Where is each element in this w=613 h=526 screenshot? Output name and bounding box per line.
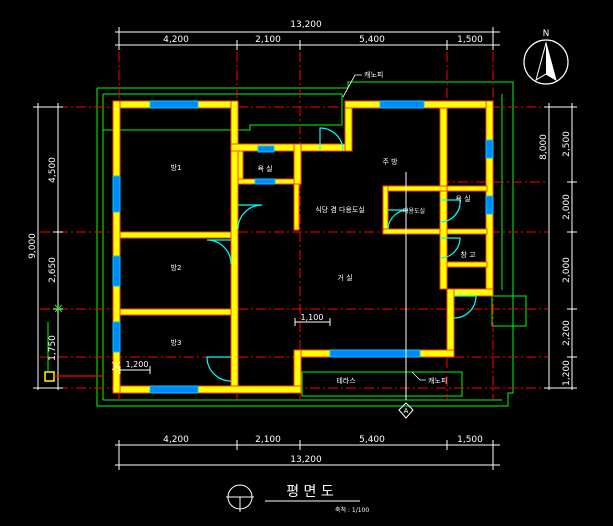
dim-left-seg-1: 4,500	[48, 157, 58, 183]
dimension-lines	[33, 27, 577, 470]
room-label-bath2: 욕 실	[455, 194, 470, 203]
dim-top-seg-4: 1,500	[457, 35, 483, 45]
room-label-utility: 다용도실	[403, 207, 425, 215]
windows	[112, 100, 494, 394]
dim-left-seg-3: 1,750	[48, 335, 58, 361]
annotation-canopy-bottom: 캐노피	[428, 376, 447, 385]
dim-right-total: 8,000	[539, 134, 549, 160]
room-label-room2: 방2	[171, 263, 182, 272]
room-label-living: 거 실	[337, 273, 352, 282]
room-label-bath1: 욕 실	[257, 164, 272, 173]
dim-top-total: 13,200	[290, 20, 322, 30]
dim-top-seg-1: 4,200	[163, 35, 189, 45]
dim-top-seg-2: 2,100	[255, 35, 281, 45]
dim-right-seg-1: 2,500	[562, 131, 572, 157]
dim-right-seg-4: 2,200	[562, 320, 572, 346]
room-label-dining: 식당 겸 다용도실	[315, 205, 365, 214]
dim-right-seg-2: 2,000	[562, 194, 572, 220]
dim-bottom-seg-1: 4,200	[163, 435, 189, 445]
site-boundary	[96, 81, 527, 407]
dim-bottom-seg-3: 5,400	[359, 435, 385, 445]
dim-inner-1200: 1,200	[126, 360, 149, 369]
annotation-terrace: 테라스	[336, 376, 356, 385]
annotation-canopy-top: 캐노피	[364, 70, 383, 79]
room-labels: 방1 방2 방3 욕 실 주 방 식당 겸 다용도실 다용도실 욕 실 창 고 …	[171, 157, 477, 347]
annotations: 캐노피 캐노피 테라스	[336, 70, 447, 385]
dim-bottom-seg-2: 2,100	[255, 435, 281, 445]
dim-left-total: 9,000	[28, 233, 38, 259]
north-arrow-icon: N	[523, 29, 569, 85]
room-label-kitchen: 주 방	[382, 157, 398, 166]
section-marker-label: A	[404, 407, 409, 415]
room-label-room3: 방3	[171, 338, 182, 347]
dim-bottom-seg-4: 1,500	[457, 435, 483, 445]
dimension-labels: 13,200 4,200 2,100 5,400 1,500 4,200 2,1…	[28, 20, 572, 465]
dim-right-seg-5: 1,200	[562, 360, 572, 386]
room-label-room1: 방1	[171, 163, 182, 172]
dim-top-seg-3: 5,400	[359, 35, 385, 45]
doors	[206, 127, 477, 382]
dim-bottom-total: 13,200	[290, 455, 322, 465]
drawing-title: 평 면 도	[286, 484, 334, 500]
north-label: N	[543, 29, 550, 39]
dim-inner-1100: 1,100	[301, 313, 324, 322]
dim-right-seg-3: 2,000	[562, 257, 572, 283]
entrance-marker	[44, 304, 121, 382]
room-label-storage: 창 고	[460, 251, 476, 259]
title-block: 평 면 도 축척 : 1/100	[226, 484, 369, 514]
drawing-scale: 축척 : 1/100	[335, 506, 369, 514]
dim-left-seg-2: 2,650	[48, 257, 58, 283]
walls	[112, 100, 494, 394]
section-marker: A	[398, 172, 414, 419]
